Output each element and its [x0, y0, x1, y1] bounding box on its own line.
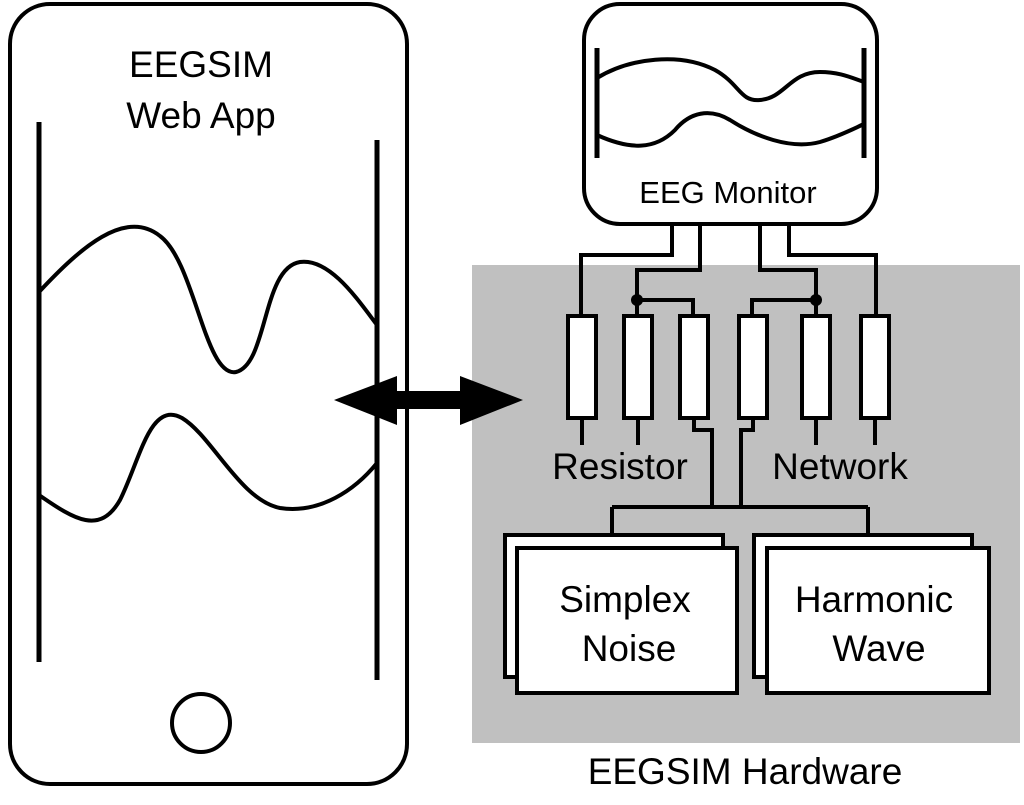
phone-title-line1: EEGSIM	[129, 44, 273, 85]
monitor-eeg-wave-2	[596, 111, 865, 148]
simplex-noise-line1: Simplex	[559, 579, 691, 620]
resistor-4	[737, 314, 769, 420]
simplex-noise-line2: Noise	[582, 628, 677, 669]
network-label: Network	[772, 446, 908, 487]
generator-bus-wires	[610, 505, 870, 535]
resistor-network	[566, 314, 891, 420]
resistor-5	[800, 314, 832, 420]
harmonic-wave-generator: Harmonic Wave	[752, 533, 991, 695]
eeg-monitor: EEG Monitor	[582, 2, 879, 226]
resistor-6	[859, 314, 891, 420]
resistor-1	[566, 314, 598, 420]
bidirectional-arrow	[334, 376, 523, 425]
resistor-3	[678, 314, 710, 420]
resistor-2	[622, 314, 654, 420]
phone-device: EEGSIM Web App	[8, 2, 409, 786]
wire-junction-right	[810, 294, 822, 306]
monitor-to-resistor-wires	[579, 224, 878, 316]
resistor-bottom-leads	[580, 418, 877, 505]
simplex-noise-generator: Simplex Noise	[503, 533, 739, 695]
phone-home-button[interactable]	[170, 692, 232, 754]
eeg-monitor-label: EEG Monitor	[639, 175, 816, 210]
harmonic-wave-line1: Harmonic	[795, 579, 953, 620]
phone-eeg-wave-1	[37, 224, 379, 375]
harmonic-wave-line2: Wave	[832, 628, 925, 669]
monitor-eeg-wave-1	[595, 57, 865, 103]
phone-eeg-wave-2	[37, 413, 379, 523]
phone-title-line2: Web App	[126, 95, 275, 136]
resistor-label: Resistor	[552, 446, 688, 487]
wire-junction-left	[631, 294, 643, 306]
hardware-label: EEGSIM Hardware	[588, 751, 903, 792]
